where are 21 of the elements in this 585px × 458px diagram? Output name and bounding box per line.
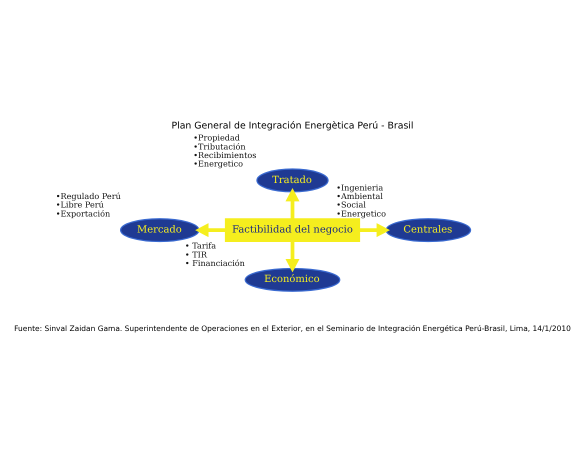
node-label: •Propiedad <box>193 132 240 142</box>
node-ellipse: Centrales <box>386 218 472 242</box>
node-label: •Ingenieria <box>336 182 384 192</box>
node-label: • Financiación <box>184 258 245 268</box>
node-ellipse: Económico <box>244 267 340 292</box>
node-label: •Recibimientos <box>193 149 256 160</box>
node-ellipse: Mercado <box>120 218 200 242</box>
node-label: •Energetico <box>193 158 244 168</box>
node-label: •Exportación <box>56 208 110 218</box>
node-label: •Social <box>336 199 366 210</box>
node-label: •Energetico <box>336 208 386 218</box>
arrow <box>285 188 300 218</box>
node-label: •Regulado Perú <box>56 190 121 200</box>
node-label: • TIR <box>184 248 207 259</box>
arrow <box>360 222 390 237</box>
diagram-title: Plan General de Integración Energètica Perú - Brasil <box>171 120 414 131</box>
node-box: Factibilidad del negocio <box>224 218 360 242</box>
arrow <box>195 222 226 237</box>
node-label: • Tarifa <box>184 240 216 250</box>
arrow <box>285 241 300 272</box>
node-ellipse: Tratado <box>256 168 329 192</box>
